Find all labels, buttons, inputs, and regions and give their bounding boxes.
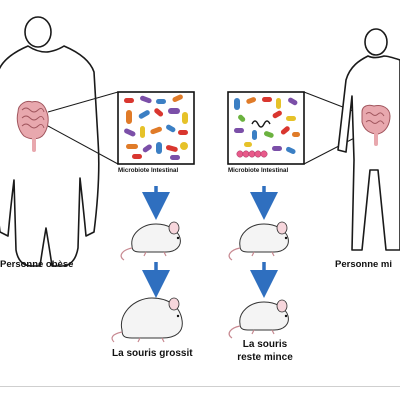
mouse-icon <box>111 297 183 343</box>
microbiota-label-right: Microbiote Intestinal <box>228 167 289 174</box>
obese-person-label: Personne obèse <box>0 259 74 270</box>
obese-person-icon <box>0 16 100 267</box>
bottom-divider <box>0 386 400 387</box>
lean-person-icon <box>337 28 400 251</box>
microbiota-box-right <box>227 91 305 165</box>
lean-gut-icon <box>361 104 391 146</box>
arrows <box>142 186 278 298</box>
bacteria-icon <box>234 97 300 158</box>
mouse-icon <box>228 299 289 339</box>
lean-person-label: Personne mi <box>335 259 393 270</box>
mouse-icon <box>120 221 181 261</box>
result-label-left: La souris grossit <box>112 348 193 359</box>
result-label-right-line1: La souris <box>242 339 288 350</box>
microbiota-box-left <box>117 91 195 165</box>
zoom-lines-left <box>47 91 119 165</box>
result-label-right: La souris reste mince <box>236 338 294 364</box>
result-label-right-line2: reste mince <box>237 352 293 363</box>
microbiota-label-left: Microbiote Intestinal <box>118 167 179 174</box>
obese-gut-icon <box>16 101 49 152</box>
bacteria-icon <box>124 94 188 160</box>
mouse-icon <box>228 221 289 261</box>
